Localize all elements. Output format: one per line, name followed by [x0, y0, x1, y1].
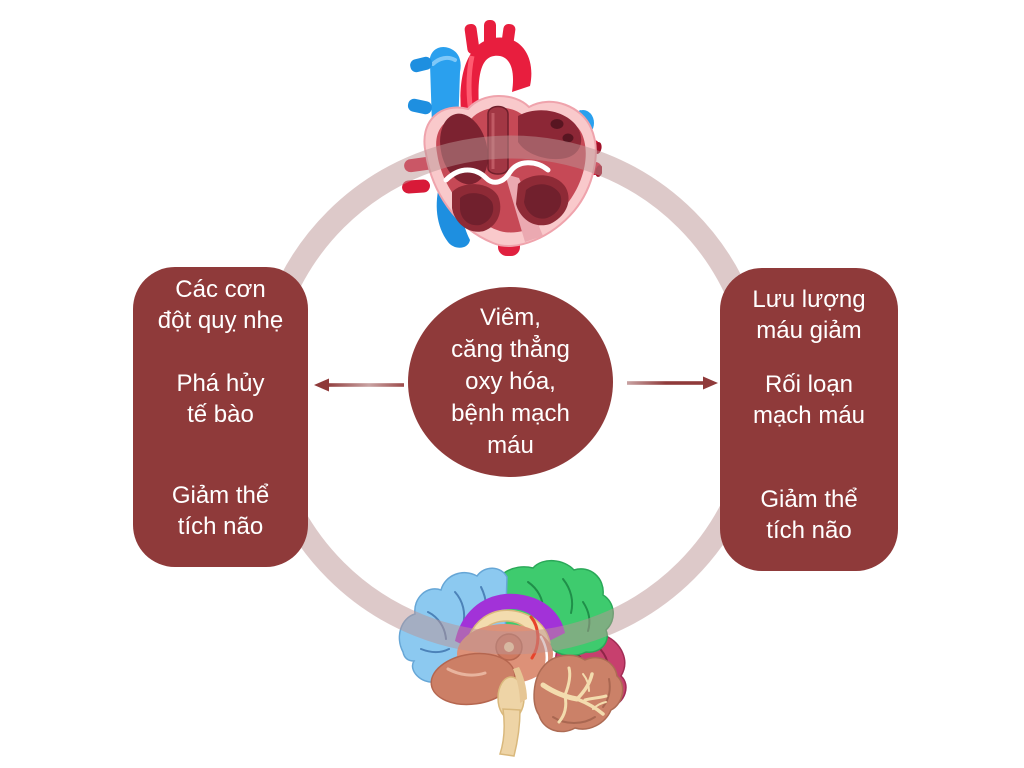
center-cause-circle: Viêm, căng thẳng oxy hóa, bệnh mạch máu: [408, 287, 613, 477]
heart-illustration-icon: [402, 20, 602, 256]
right-effect-3: Giảm thể tích não: [760, 486, 858, 544]
right-effects-box: Lưu lượng máu giảm Rối loạn mạch máu Giả…: [720, 268, 898, 571]
left-effect-2: Phá hủy tế bào: [176, 370, 265, 428]
arrow-left-icon: [314, 378, 404, 392]
left-effect-1: Các cơn đột quỵ nhẹ: [157, 276, 284, 334]
arrow-right-icon: [627, 376, 718, 390]
right-effect-2: Rối loạn mạch máu: [752, 371, 866, 429]
right-effect-1: Lưu lượng máu giảm: [752, 286, 866, 344]
left-effect-3: Giảm thể tích não: [171, 482, 270, 540]
left-effects-box: Các cơn đột quỵ nhẹ Phá hủy tế bào Giảm …: [133, 267, 308, 567]
center-cause-text: Viêm, căng thẳng oxy hóa, bệnh mạch máu: [451, 304, 570, 459]
brain-illustration-icon: [398, 560, 627, 757]
